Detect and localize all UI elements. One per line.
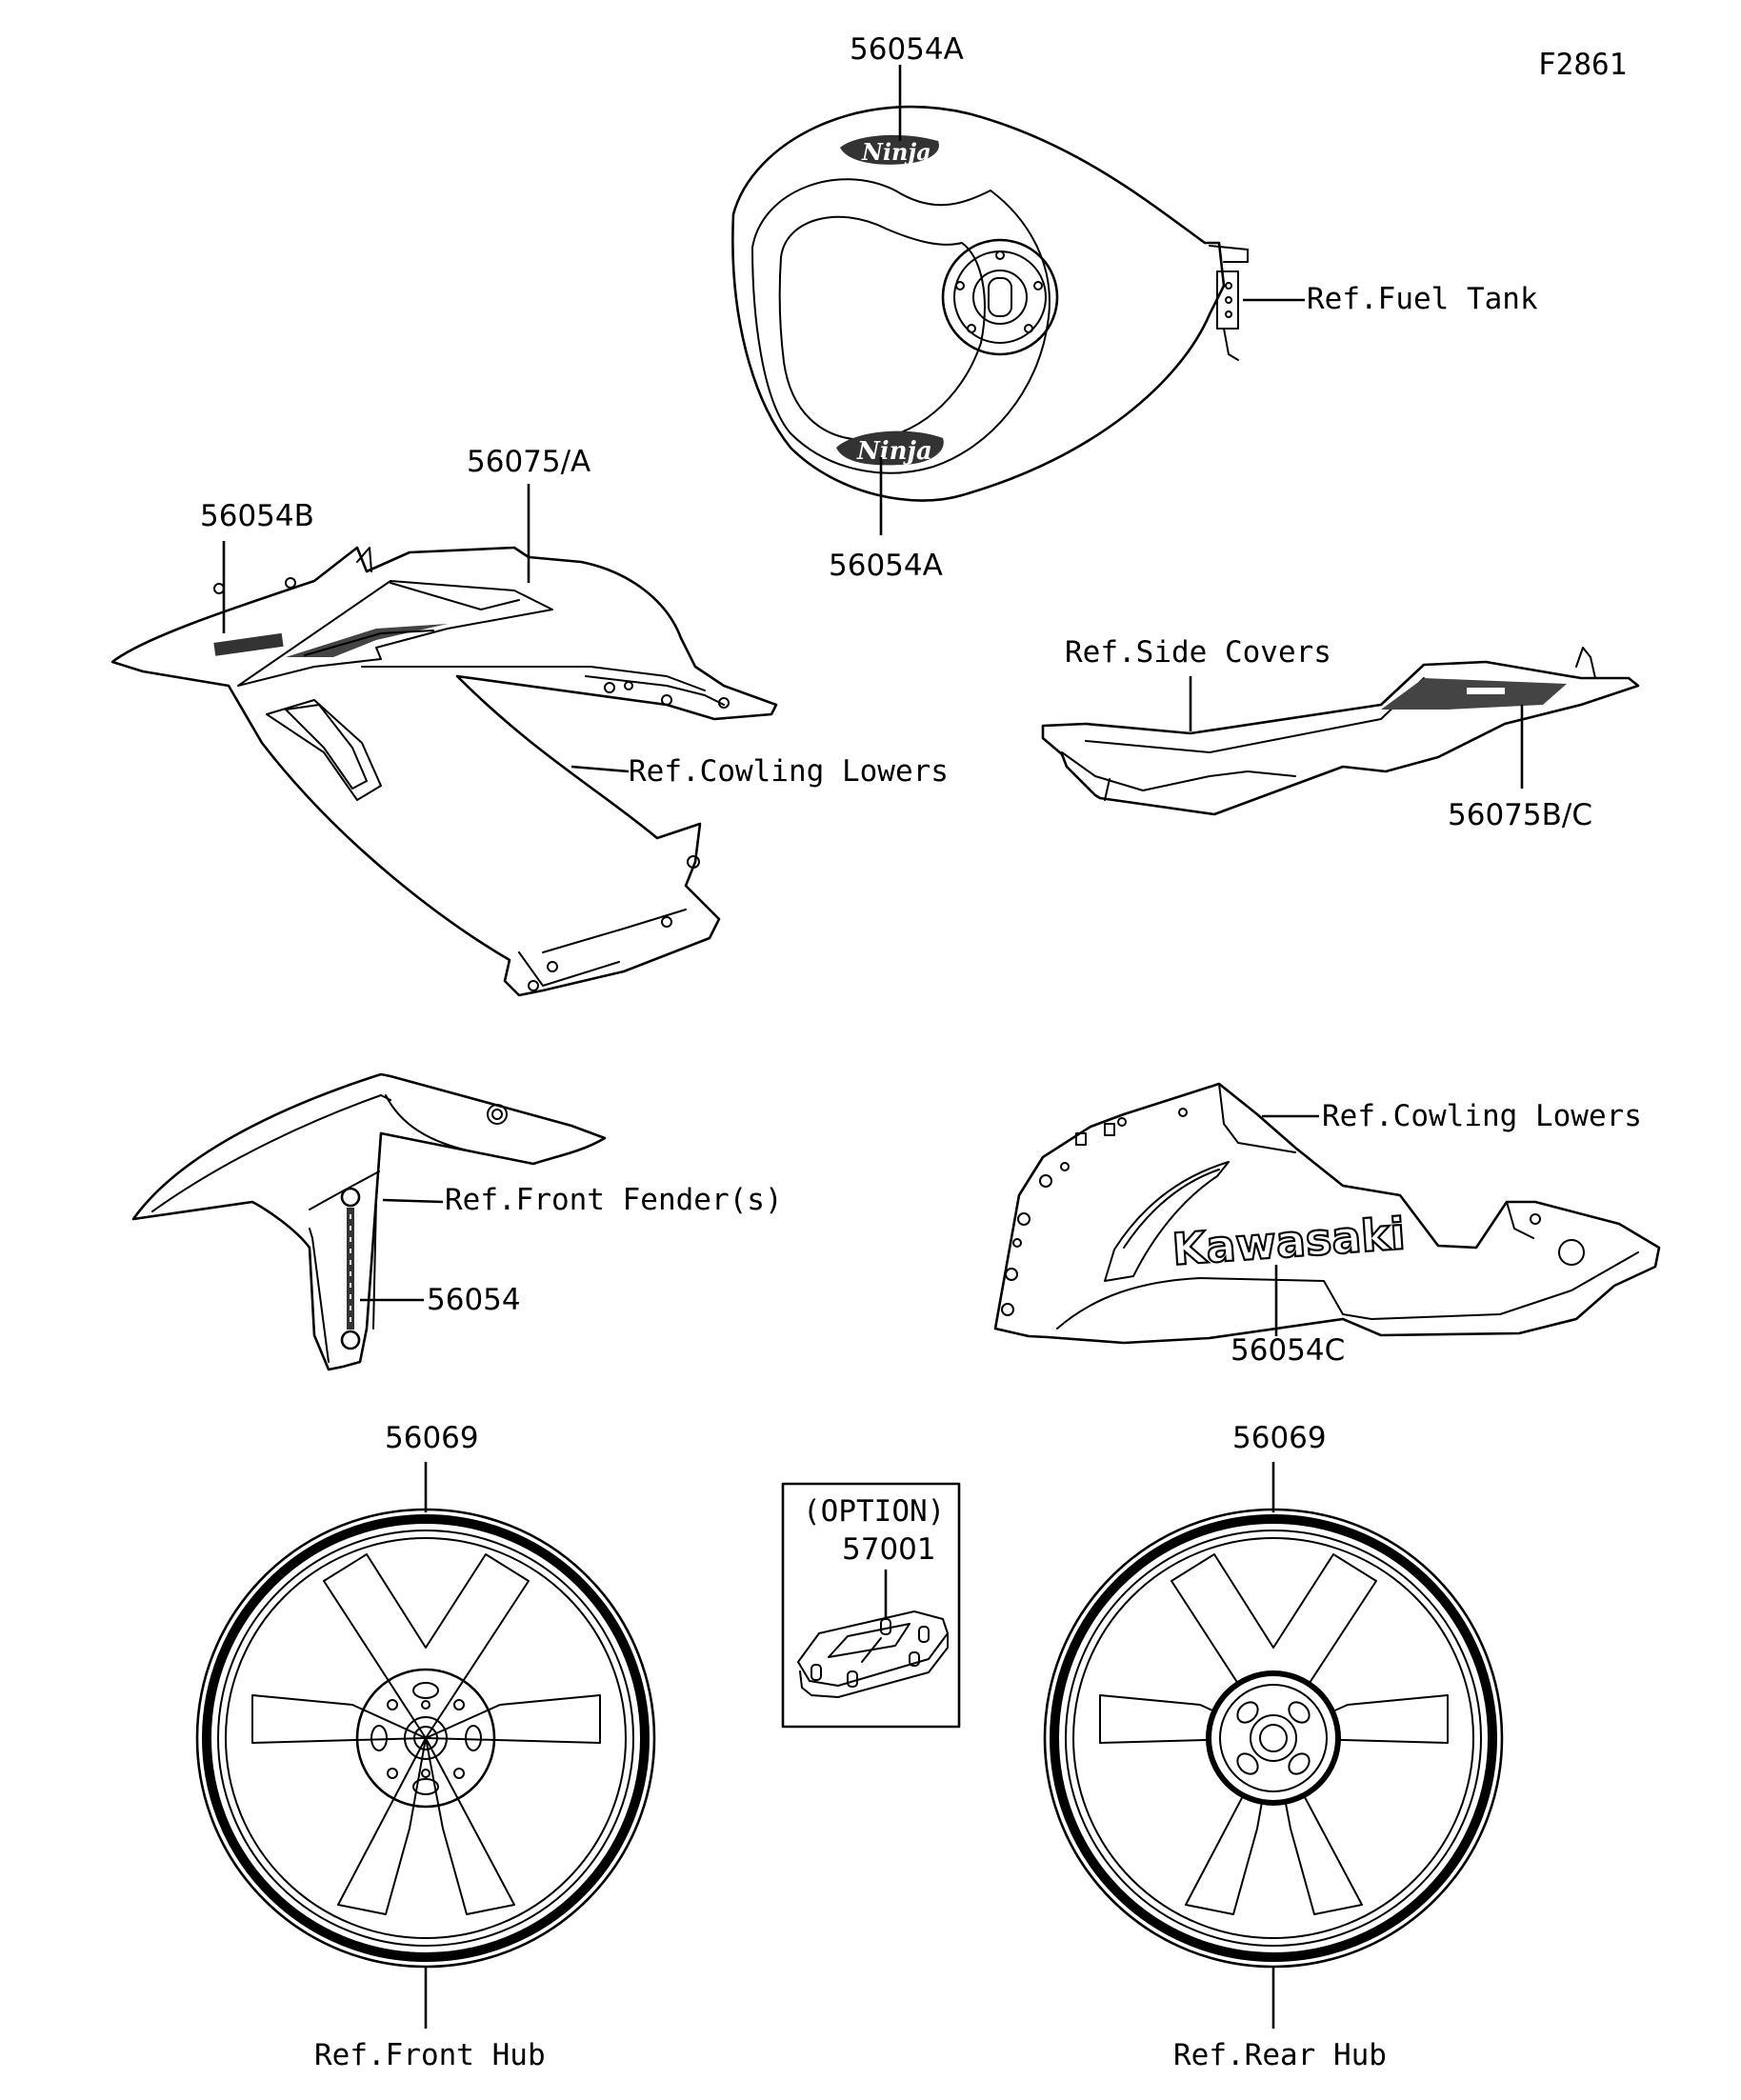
cowling-callout-left: 56054B bbox=[200, 499, 314, 533]
ref-cowling-lowers-upper[interactable]: Ref.Cowling Lowers bbox=[629, 754, 949, 789]
ref-front-fender[interactable]: Ref.Front Fender(s) bbox=[445, 1183, 783, 1217]
svg-text:Ninja: Ninja bbox=[861, 138, 931, 166]
ref-cowling-lowers-lower[interactable]: Ref.Cowling Lowers bbox=[1322, 1099, 1642, 1133]
figure-id: F2861 bbox=[1538, 48, 1627, 82]
fender-callout: 56054 bbox=[427, 1283, 521, 1317]
option-callout: 57001 bbox=[842, 1532, 936, 1567]
rear-wheel-callout: 56069 bbox=[1232, 1421, 1327, 1455]
cowling-brand: Kawasaki bbox=[1171, 1208, 1407, 1275]
ref-side-covers[interactable]: Ref.Side Covers bbox=[1065, 635, 1331, 670]
option-box bbox=[781, 1482, 961, 1729]
upper-cowling bbox=[110, 484, 778, 997]
option-heading: (OPTION) bbox=[803, 1494, 945, 1529]
tank-emblem-bottom: Ninja bbox=[836, 430, 944, 466]
cowling-callout-top: 56075/A bbox=[467, 445, 590, 479]
side-cover bbox=[1041, 647, 1640, 816]
tank-callout-bottom: 56054A bbox=[829, 549, 943, 583]
ref-rear-hub[interactable]: Ref.Rear Hub bbox=[1173, 2038, 1387, 2072]
front-wheel bbox=[195, 1462, 656, 2029]
tank-emblem-top: Ninja bbox=[840, 134, 939, 166]
front-wheel-callout: 56069 bbox=[385, 1421, 479, 1455]
ref-fuel-tank[interactable]: Ref.Fuel Tank bbox=[1307, 282, 1538, 316]
side-cover-callout: 56075B/C bbox=[1448, 798, 1592, 832]
rear-wheel bbox=[1043, 1462, 1504, 2029]
lower-cowling-callout: 56054C bbox=[1231, 1333, 1345, 1368]
svg-text:Ninja: Ninja bbox=[856, 437, 932, 466]
ref-front-hub[interactable]: Ref.Front Hub bbox=[314, 2038, 546, 2072]
fuel-tank: Ninja Ninja bbox=[731, 65, 1305, 535]
tank-callout-top: 56054A bbox=[850, 32, 964, 67]
front-fender bbox=[131, 1072, 607, 1371]
